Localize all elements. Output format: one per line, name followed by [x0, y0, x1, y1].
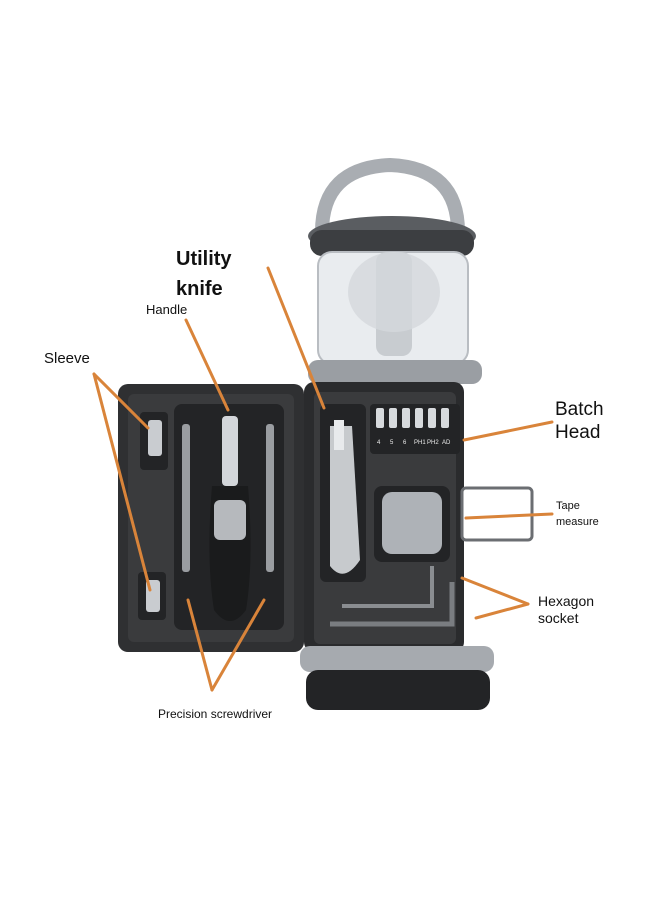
batch-head-label-line2: Head [555, 422, 601, 443]
hexagon-socket-label: Hexagon socket [538, 593, 594, 627]
sleeve-label: Sleeve [44, 350, 90, 367]
tape-measure-label-line2: measure [556, 516, 599, 528]
screwdriver-shaft [222, 416, 238, 486]
sleeve-top [148, 420, 162, 456]
utility-knife-label-line2: knife [176, 278, 223, 300]
bit-marking-3: 6 [403, 440, 407, 446]
tape-measure-label: Tape measure [556, 498, 599, 530]
hexagon-socket-label-line1: Hexagon [538, 593, 595, 609]
bit-row [376, 408, 449, 428]
tape-measure-label-line1: Tape [556, 500, 580, 512]
precision-screwdriver-left [182, 424, 190, 572]
utility-knife-label: Utility knife [176, 244, 232, 304]
utility-knife-body [330, 426, 360, 574]
lantern-top-ring [310, 230, 474, 256]
tape-measure [382, 492, 442, 554]
hex-key-small [342, 566, 434, 608]
bit-marking-2: 5 [390, 440, 394, 446]
hex-key-large [330, 582, 455, 627]
bit-marking-4: PH1 [414, 440, 426, 446]
screwdriver-handle-band [214, 500, 246, 540]
utility-knife-label-line1: Utility [176, 248, 232, 270]
hexagon-socket-label-line2: socket [538, 610, 579, 626]
bit-marking-5: PH2 [427, 440, 439, 446]
precision-screwdriver-label: Precision screwdriver [158, 707, 273, 721]
handle-label: Handle [146, 302, 188, 317]
lantern-carry-handle [315, 157, 465, 233]
lantern-lower-ring [308, 360, 482, 384]
batch-head-label: Batch Head [555, 398, 604, 444]
lantern-reflector [348, 252, 440, 332]
lantern-base-foot [306, 670, 490, 710]
utility-knife-blade [334, 420, 344, 450]
precision-screwdriver-right [266, 424, 274, 572]
batch-head-label-line1: Batch [555, 399, 604, 420]
leader-lines [92, 266, 554, 692]
bit-marking-6: AD [442, 440, 451, 446]
lantern-base-collar [300, 646, 494, 672]
bit-marking-1: 4 [377, 440, 381, 446]
